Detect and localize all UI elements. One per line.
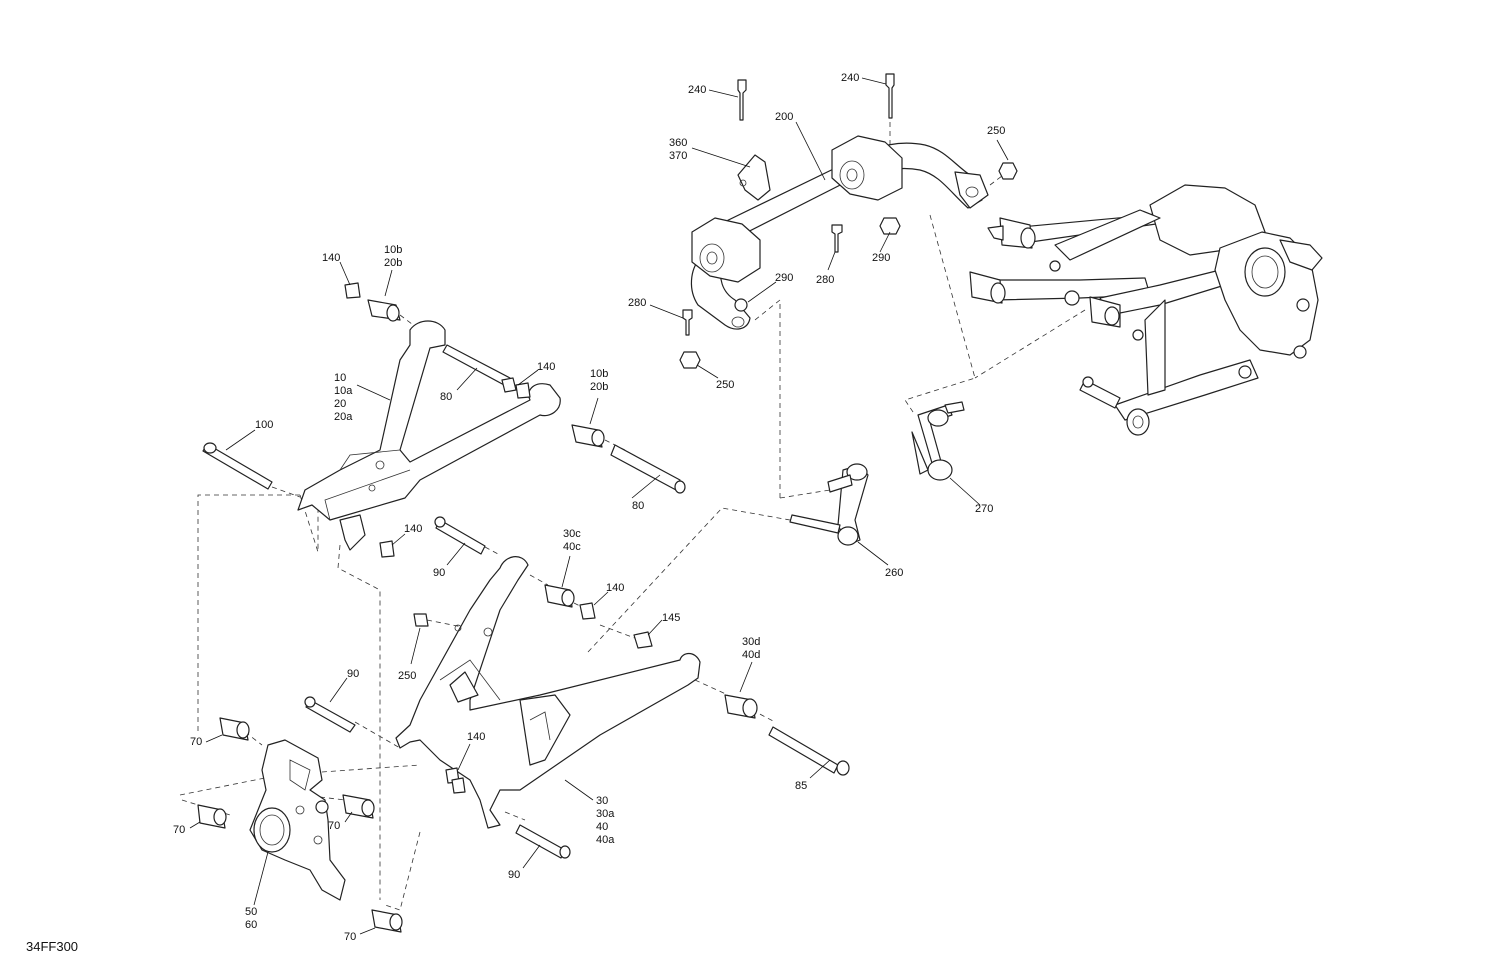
- callout-line: 20b: [590, 381, 608, 393]
- callout-line: 100: [255, 419, 273, 431]
- callout-line: 30c: [563, 528, 581, 540]
- callout-240b: 240: [841, 72, 859, 84]
- callout-line: 50: [245, 906, 257, 918]
- callout-260: 260: [885, 567, 903, 579]
- callout-line: 290: [775, 272, 793, 284]
- callout-line: 270: [975, 503, 993, 515]
- callout-line: 140: [404, 523, 422, 535]
- callout-line: 280: [628, 297, 646, 309]
- callout-line: 80: [632, 500, 644, 512]
- callout-line: 80: [440, 391, 452, 403]
- callout-70d: 70: [344, 931, 356, 943]
- callout-line: 240: [688, 84, 706, 96]
- callout-100: 100: [255, 419, 273, 431]
- callout-line: 70: [344, 931, 356, 943]
- callout-line: 40d: [742, 649, 760, 661]
- assembled-suspension-corner: [969, 184, 1323, 436]
- callout-line: 60: [245, 919, 257, 931]
- callout-270: 270: [975, 503, 993, 515]
- callout-line: 140: [467, 731, 485, 743]
- callout-line: 40c: [563, 541, 581, 553]
- callout-line: 30: [596, 795, 608, 807]
- callout-70b: 70: [173, 824, 185, 836]
- callout-line: 280: [816, 274, 834, 286]
- callout-line: 10a: [334, 385, 353, 397]
- callout-line: 40a: [596, 834, 615, 846]
- callout-line: 240: [841, 72, 859, 84]
- callout-line: 85: [795, 780, 807, 792]
- callout-90b: 90: [347, 668, 359, 680]
- callout-line: 70: [190, 736, 202, 748]
- callout-line: 250: [987, 125, 1005, 137]
- upper-a-arm: [202, 282, 686, 558]
- diagram-code: 34FF300: [26, 939, 79, 954]
- callout-line: 360: [669, 137, 687, 149]
- callout-line: 90: [433, 567, 445, 579]
- callout-line: 370: [669, 150, 687, 162]
- callout-140a: 140: [322, 252, 340, 264]
- callout-line: 10b: [384, 244, 402, 256]
- lower-a-arm: [304, 516, 850, 859]
- callout-line: 10b: [590, 368, 608, 380]
- callout-90a: 90: [433, 567, 445, 579]
- callout-line: 140: [606, 582, 624, 594]
- callout-line: 250: [398, 670, 416, 682]
- callout-80b: 80: [632, 500, 644, 512]
- callout-200: 200: [775, 111, 793, 123]
- callout-85: 85: [795, 780, 807, 792]
- callout-145: 145: [662, 612, 680, 624]
- callout-140b: 140: [537, 361, 555, 373]
- callout-70c: 70: [328, 820, 340, 832]
- callout-line: 20b: [384, 257, 402, 269]
- callout-140c: 140: [404, 523, 422, 535]
- callout-250c: 250: [398, 670, 416, 682]
- leader-lines: [189, 77, 1009, 935]
- callout-line: 290: [872, 252, 890, 264]
- callout-line: 40: [596, 821, 608, 833]
- callout-line: 20a: [334, 411, 353, 423]
- callout-line: 10: [334, 372, 346, 384]
- callout-line: 30a: [596, 808, 615, 820]
- callout-line: 250: [716, 379, 734, 391]
- callout-140e: 140: [467, 731, 485, 743]
- callout-line: 140: [537, 361, 555, 373]
- callout-140d: 140: [606, 582, 624, 594]
- anti-roll-bar-assembly: [679, 73, 1018, 369]
- callout-80a: 80: [440, 391, 452, 403]
- callout-line: 30d: [742, 636, 760, 648]
- callout-70a: 70: [190, 736, 202, 748]
- callout-line: 200: [775, 111, 793, 123]
- knuckle-with-bushings: [197, 717, 403, 933]
- callout-line: 145: [662, 612, 680, 624]
- callout-290a: 290: [775, 272, 793, 284]
- callout-line: 260: [885, 567, 903, 579]
- callout-line: 20: [334, 398, 346, 410]
- callout-250a: 250: [987, 125, 1005, 137]
- sway-bar-links: [789, 401, 965, 546]
- callout-line: 90: [508, 869, 520, 881]
- callout-240a: 240: [688, 84, 706, 96]
- callout-280a: 280: [628, 297, 646, 309]
- callout-line: 140: [322, 252, 340, 264]
- callout-line: 90: [347, 668, 359, 680]
- callout-290b: 290: [872, 252, 890, 264]
- callout-90c: 90: [508, 869, 520, 881]
- callout-line: 70: [173, 824, 185, 836]
- callout-250b: 250: [716, 379, 734, 391]
- callout-line: 70: [328, 820, 340, 832]
- callout-280b: 280: [816, 274, 834, 286]
